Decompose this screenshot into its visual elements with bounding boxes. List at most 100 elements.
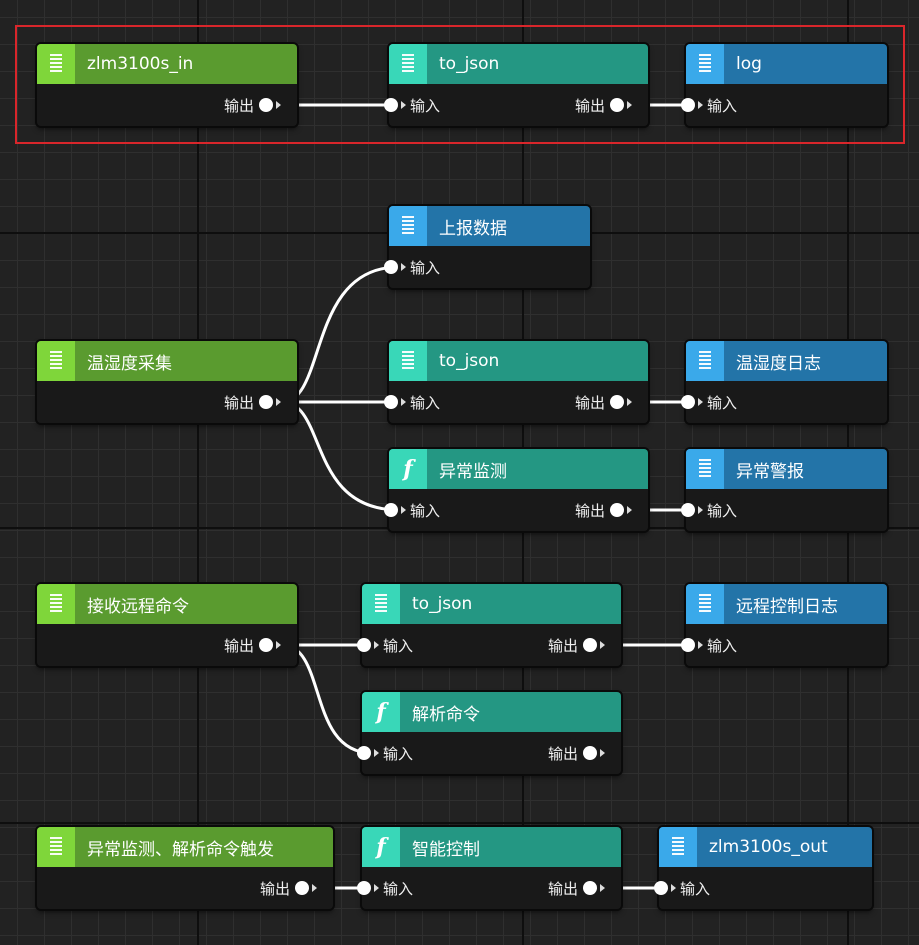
node-header[interactable]: 温湿度日志 xyxy=(686,341,887,381)
input-port[interactable]: 输入 xyxy=(384,393,441,412)
output-port[interactable]: 输出 xyxy=(260,879,321,898)
output-port-dot[interactable] xyxy=(583,881,597,895)
node-header[interactable]: 远程控制日志 xyxy=(686,584,887,624)
list-icon xyxy=(686,341,724,381)
node-header[interactable]: to_json xyxy=(362,584,621,624)
node-title: 上报数据 xyxy=(439,218,507,239)
input-label: 输入 xyxy=(410,393,441,412)
output-port[interactable]: 输出 xyxy=(575,96,636,115)
node-header[interactable]: zlm3100s_out xyxy=(659,827,872,867)
node-to-json-2[interactable]: to_json 输入 输出 xyxy=(384,341,648,423)
node-header[interactable]: to_json xyxy=(389,341,648,381)
output-port[interactable]: 输出 xyxy=(548,879,609,898)
list-icon xyxy=(362,584,400,624)
input-port-dot[interactable] xyxy=(681,503,695,517)
input-port[interactable]: 输入 xyxy=(654,879,710,898)
node-body: 输入 输出 xyxy=(384,84,648,126)
node-body: 输出 xyxy=(37,624,297,666)
input-port[interactable]: 输入 xyxy=(357,744,413,763)
output-port[interactable]: 输出 xyxy=(574,501,636,520)
input-port[interactable]: 输入 xyxy=(384,96,440,115)
output-port-dot[interactable] xyxy=(583,746,597,760)
node-to-json-1[interactable]: to_json 输入 输出 xyxy=(384,44,648,126)
input-port-dot[interactable] xyxy=(384,395,398,409)
node-header[interactable]: 接收远程命令 xyxy=(37,584,297,624)
input-port-dot[interactable] xyxy=(384,98,398,112)
output-port-dot[interactable] xyxy=(259,638,273,652)
input-port[interactable]: 输入 xyxy=(681,96,737,115)
node-temp-humidity-collect[interactable]: 温湿度采集输出 xyxy=(37,341,297,423)
list-lines xyxy=(672,836,684,858)
node-anomaly-alarm[interactable]: 异常警报输入 xyxy=(681,449,887,531)
node-title: 接收远程命令 xyxy=(87,596,189,617)
output-label: 输出 xyxy=(574,501,605,520)
input-port[interactable]: 输入 xyxy=(681,393,738,412)
input-port[interactable]: 输入 xyxy=(384,501,440,520)
output-port[interactable]: 输出 xyxy=(224,393,285,412)
output-arrow-icon xyxy=(600,641,605,649)
node-header[interactable]: 温湿度采集 xyxy=(37,341,297,381)
input-port[interactable]: 输入 xyxy=(357,879,413,898)
input-port[interactable]: 输入 xyxy=(357,636,413,655)
node-report-data[interactable]: 上报数据输入 xyxy=(384,206,590,288)
input-port-dot[interactable] xyxy=(357,881,371,895)
output-port-dot[interactable] xyxy=(610,395,624,409)
input-port-dot[interactable] xyxy=(654,881,668,895)
input-port-dot[interactable] xyxy=(384,503,398,517)
output-port-dot[interactable] xyxy=(259,98,273,112)
output-port-dot[interactable] xyxy=(610,98,624,112)
input-port-dot[interactable] xyxy=(357,638,371,652)
node-to-json-3[interactable]: to_json 输入 输出 xyxy=(357,584,621,666)
node-remote-control-log[interactable]: 远程控制日志输入 xyxy=(681,584,887,666)
input-port[interactable]: 输入 xyxy=(384,258,441,277)
input-port[interactable]: 输入 xyxy=(681,501,737,520)
node-zlm3100s-out[interactable]: zlm3100s_out 输入 xyxy=(654,827,872,909)
node-header[interactable]: 上报数据 xyxy=(389,206,590,246)
node-log[interactable]: log 输入 xyxy=(681,44,887,126)
input-port-dot[interactable] xyxy=(384,260,398,274)
node-temp-humidity-log[interactable]: 温湿度日志输入 xyxy=(681,341,887,423)
input-port-dot[interactable] xyxy=(681,395,695,409)
output-port[interactable]: 输出 xyxy=(548,636,609,655)
node-body: 输入 xyxy=(681,624,887,666)
list-lines xyxy=(50,53,62,75)
node-zlm3100s-in[interactable]: zlm3100s_in 输出 xyxy=(37,44,297,126)
output-port-dot[interactable] xyxy=(295,881,309,895)
input-port-dot[interactable] xyxy=(681,638,695,652)
list-icon xyxy=(37,44,75,84)
input-label: 输入 xyxy=(410,258,441,277)
input-label: 输入 xyxy=(707,393,738,412)
output-port[interactable]: 输出 xyxy=(575,393,636,412)
output-port[interactable]: 输出 xyxy=(224,96,285,115)
input-port[interactable]: 输入 xyxy=(681,636,737,655)
output-port-dot[interactable] xyxy=(259,395,273,409)
input-port-dot[interactable] xyxy=(357,746,371,760)
node-body: 输出 xyxy=(37,84,297,126)
node-header[interactable]: to_json xyxy=(389,44,648,84)
wire-temp-humidity-collect-to-report-data[interactable] xyxy=(281,265,400,404)
wire-temp-humidity-collect-to-anomaly-detect[interactable] xyxy=(281,400,400,512)
node-header[interactable]: 异常监测、解析命令触发 xyxy=(37,827,333,867)
output-port-dot[interactable] xyxy=(610,503,624,517)
node-header[interactable]: log xyxy=(686,44,887,84)
node-title: 温湿度日志 xyxy=(736,353,821,374)
function-icon: f xyxy=(362,692,400,732)
node-body: 输入 xyxy=(681,84,887,126)
output-port[interactable]: 输出 xyxy=(548,744,609,763)
node-trigger[interactable]: 异常监测、解析命令触发输出 xyxy=(37,827,333,909)
output-port-dot[interactable] xyxy=(583,638,597,652)
node-header[interactable]: zlm3100s_in xyxy=(37,44,297,84)
output-port[interactable]: 输出 xyxy=(223,636,285,655)
output-label: 输出 xyxy=(223,636,254,655)
node-receive-remote-cmd[interactable]: 接收远程命令输出 xyxy=(37,584,297,666)
input-port-dot[interactable] xyxy=(681,98,695,112)
node-header[interactable]: 异常警报 xyxy=(686,449,887,489)
node-title: to_json xyxy=(439,54,500,74)
input-arrow-icon xyxy=(698,101,703,109)
